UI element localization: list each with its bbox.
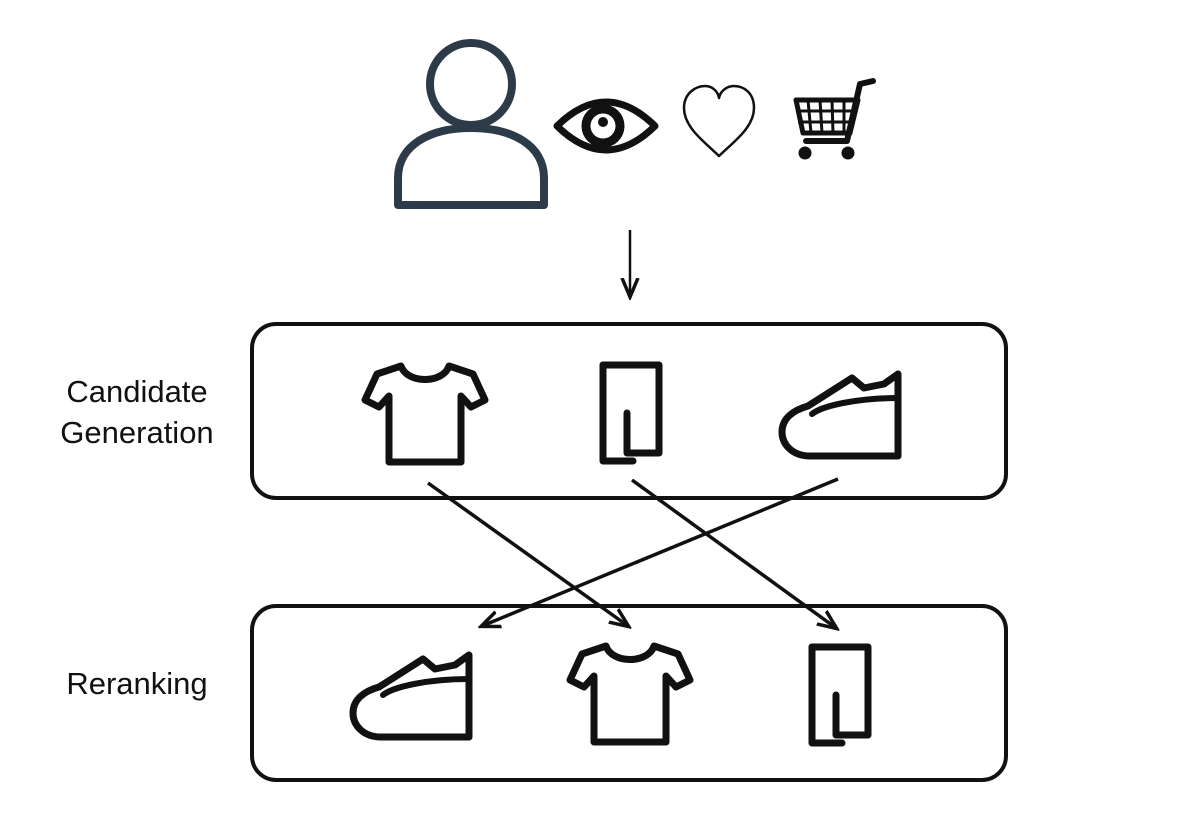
candidate-generation-box	[250, 322, 1008, 500]
candidate-generation-label-line2: Generation	[60, 415, 214, 450]
shoe-reorder-arrow	[482, 477, 839, 626]
pants-reorder-arrow	[630, 478, 836, 628]
candidate-generation-label: Candidate Generation	[27, 371, 247, 453]
shirt-reorder-arrow	[426, 481, 628, 626]
reranking-label: Reranking	[66, 666, 208, 701]
candidate-generation-label-line1: Candidate	[66, 374, 208, 409]
reranked-pants-icon	[812, 647, 868, 743]
heart-icon	[682, 84, 756, 158]
reranked-shirt-icon	[570, 646, 690, 742]
cart-icon	[793, 78, 876, 160]
candidate-shirt-icon	[365, 366, 485, 462]
reranked-shoe-icon	[353, 655, 469, 737]
user-icon	[394, 39, 548, 209]
candidate-shoe-icon	[782, 374, 898, 456]
candidate-pants-icon	[603, 365, 659, 461]
eye-icon	[553, 98, 659, 154]
reranking-box	[250, 604, 1008, 782]
